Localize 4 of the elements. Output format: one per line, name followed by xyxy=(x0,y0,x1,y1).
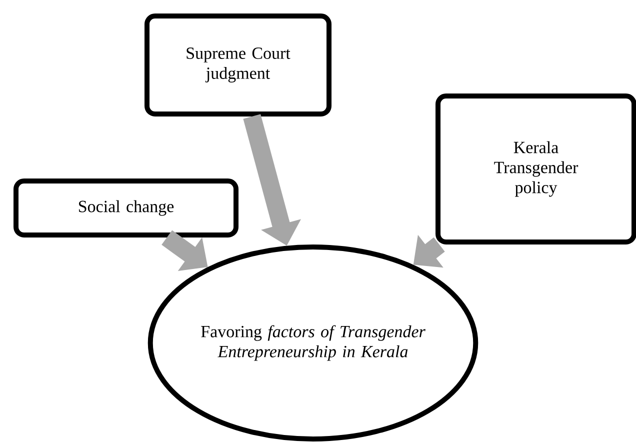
process-box: Kerala Transgender policy xyxy=(436,94,636,244)
process-box: Supreme Court judgment xyxy=(144,14,332,116)
process-box: Social change xyxy=(14,178,238,238)
ellipse-node: Favoring factors of Transgender Entrepreneurship in Kerala xyxy=(148,244,478,442)
